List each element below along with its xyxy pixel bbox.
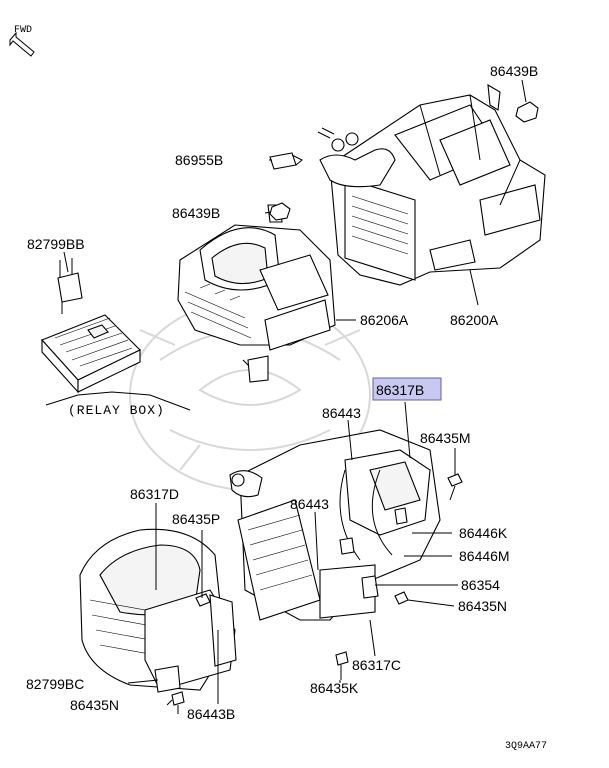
fwd-arrow-icon — [9, 31, 35, 57]
forward-direction-indicator: FWD — [9, 25, 35, 57]
screw-86435n-right — [394, 591, 409, 605]
heater-unit-assembly — [317, 83, 546, 286]
callout-86317b[interactable]: 86317B — [376, 382, 424, 398]
callout-86443b[interactable]: 86443B — [187, 706, 235, 722]
callout-86443-top[interactable]: 86443 — [322, 405, 361, 421]
fwd-label: FWD — [14, 25, 32, 36]
callout-82799bc[interactable]: 82799BC — [26, 676, 84, 692]
bolt-86439b-mid — [269, 202, 291, 221]
callout-86317d[interactable]: 86317D — [130, 486, 179, 502]
callout-86439b-mid[interactable]: 86439B — [172, 205, 220, 221]
callout-86435m[interactable]: 86435M — [420, 430, 471, 446]
heater-housing-lower — [79, 528, 237, 693]
callout-86446k[interactable]: 86446K — [459, 525, 508, 541]
callout-86206a[interactable]: 86206A — [360, 312, 409, 328]
screw-86435p — [195, 593, 211, 607]
part-86955b — [269, 152, 303, 170]
callout-86435p[interactable]: 86435P — [172, 511, 220, 527]
callout-86435n-left[interactable]: 86435N — [70, 697, 119, 713]
screw-86435k — [335, 651, 349, 680]
blower-unit-assembly — [177, 204, 336, 383]
leader-lines — [63, 79, 527, 706]
callout-86200a[interactable]: 86200A — [450, 312, 499, 328]
relay-82799bb — [57, 258, 83, 314]
callout-86955b[interactable]: 86955B — [175, 152, 223, 168]
relay-box — [41, 314, 191, 411]
relay-box-label: (RELAY BOX) — [68, 403, 165, 418]
screw-86435n-left — [171, 691, 185, 714]
diagram-code: 3Q9AA77 — [505, 741, 547, 752]
highlight-box-86317b — [372, 377, 442, 401]
screw-86435m — [447, 473, 463, 501]
heater-unit-main — [229, 429, 441, 621]
callout-86443-mid[interactable]: 86443 — [290, 496, 329, 512]
callout-86439b-top[interactable]: 86439B — [490, 63, 538, 79]
callout-86435n-right[interactable]: 86435N — [458, 598, 507, 614]
callout-82799bb[interactable]: 82799BB — [27, 236, 85, 252]
callout-86317c[interactable]: 86317C — [352, 657, 401, 673]
bolt-86439b-top — [515, 101, 539, 123]
callout-86354[interactable]: 86354 — [461, 577, 500, 593]
callout-86435k[interactable]: 86435K — [310, 680, 359, 696]
callout-86446m[interactable]: 86446M — [459, 548, 510, 564]
